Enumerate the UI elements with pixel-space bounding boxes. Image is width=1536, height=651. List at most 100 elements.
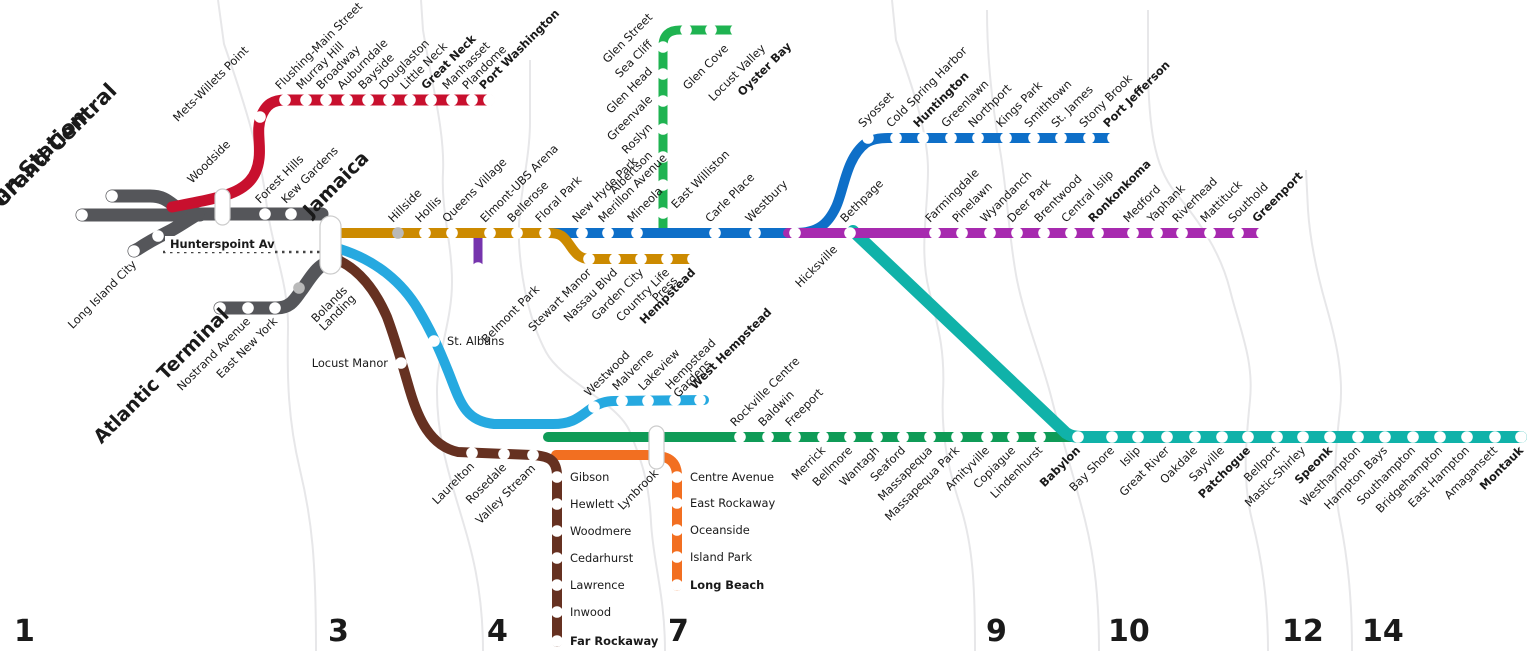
station-dot-massapequa bbox=[924, 431, 936, 443]
station-dot-island-park bbox=[671, 551, 683, 563]
station-dot-centre-avenue bbox=[671, 471, 683, 483]
station-dot-flushing-main-street bbox=[279, 94, 291, 106]
station-dot-atlantic-terminal bbox=[214, 302, 226, 314]
station-dot-deer-park bbox=[1011, 227, 1023, 239]
zone-number-12: 12 bbox=[1282, 614, 1324, 649]
line-path-city-terminal-zone bbox=[127, 207, 205, 258]
line-montauk-branch bbox=[847, 225, 1527, 443]
station-label-gibson: Gibson bbox=[570, 470, 609, 484]
station-dot-massapequa-park bbox=[951, 431, 963, 443]
station-dot-port-jefferson bbox=[1107, 132, 1119, 144]
zone-divider-line bbox=[1305, 169, 1353, 651]
station-dot-albertson bbox=[657, 179, 669, 191]
zone-number-14: 14 bbox=[1362, 614, 1404, 649]
zone-number-4: 4 bbox=[487, 614, 508, 649]
station-dot-roslyn bbox=[657, 151, 669, 163]
station-dot-bay-shore bbox=[1106, 431, 1118, 443]
route-lines bbox=[75, 25, 1527, 647]
station-dot-woodmere bbox=[551, 525, 563, 537]
station-dot-cedarhurst bbox=[551, 552, 563, 564]
station-dot-kings-park bbox=[1000, 132, 1012, 144]
station-dot-garden-city bbox=[635, 253, 647, 265]
interchange-lynbrook bbox=[648, 425, 665, 470]
station-dot-ronkonkoma bbox=[1092, 227, 1104, 239]
station-dot-laurelton bbox=[466, 447, 478, 459]
station-label-belmont-park: Belmont Park bbox=[478, 282, 542, 346]
station-dot-hempstead bbox=[687, 253, 699, 265]
station-dot-grand-central bbox=[106, 190, 118, 202]
station-dot-sea-cliff bbox=[657, 68, 669, 80]
station-label-locust-manor: Locust Manor bbox=[312, 356, 389, 370]
station-dot-hewlett bbox=[551, 498, 563, 510]
station-dot-bellerose bbox=[511, 227, 523, 239]
station-label-island-park: Island Park bbox=[690, 550, 753, 564]
station-dot-st-albans bbox=[428, 335, 440, 347]
station-dot-smithtown bbox=[1028, 132, 1040, 144]
station-dot-northport bbox=[972, 132, 984, 144]
station-dot-merrick bbox=[817, 431, 829, 443]
line-path-montauk-branch bbox=[847, 225, 1527, 443]
station-dot-locust-valley bbox=[705, 24, 717, 36]
station-dot-stony-brook bbox=[1083, 132, 1095, 144]
station-dot-brentwood bbox=[1038, 227, 1050, 239]
station-dot-bellmore bbox=[844, 431, 856, 443]
station-dot-glen-cove bbox=[680, 24, 692, 36]
zone-divider-line bbox=[517, 60, 666, 651]
station-dot-bellport bbox=[1271, 431, 1283, 443]
line-path-port-jefferson-branch bbox=[335, 133, 1118, 238]
station-label-east-rockaway: East Rockaway bbox=[690, 496, 776, 510]
station-dot-mastic-shirley bbox=[1297, 431, 1309, 443]
station-dot-lawrence bbox=[551, 579, 563, 591]
station-dot-glen-street bbox=[657, 41, 669, 53]
line-far-rockaway-branch bbox=[335, 256, 562, 647]
station-dot-westhampton bbox=[1352, 431, 1364, 443]
station-dot-central-islip bbox=[1065, 227, 1077, 239]
station-label-long-beach: Long Beach bbox=[690, 578, 764, 592]
station-label-far-rockaway: Far Rockaway bbox=[570, 634, 659, 648]
station-dot-yaphank bbox=[1151, 227, 1163, 239]
station-dot-auburndale bbox=[341, 94, 353, 106]
station-dot-little-neck bbox=[404, 94, 416, 106]
station-dot-forest-hills bbox=[259, 208, 271, 220]
station-label-hunterspoint-av: Hunterspoint Av bbox=[170, 237, 275, 251]
station-dot-montauk bbox=[1515, 431, 1527, 443]
station-dot-bayside bbox=[362, 94, 374, 106]
station-dot-farmingdale bbox=[929, 227, 941, 239]
station-dot-lindenhurst bbox=[1034, 431, 1046, 443]
station-dot-glen-head bbox=[657, 95, 669, 107]
station-dot-bethpage bbox=[844, 227, 856, 239]
zone-number-3: 3 bbox=[328, 614, 349, 649]
station-dot-freeport bbox=[789, 431, 801, 443]
station-label-lawrence: Lawrence bbox=[570, 578, 625, 592]
station-dot-new-hyde-park bbox=[576, 227, 588, 239]
zone-divider-line bbox=[1147, 10, 1269, 651]
station-dot-huntington bbox=[917, 132, 929, 144]
station-label-lynbrook: Lynbrook bbox=[615, 466, 662, 513]
station-label-st-albans: St. Albans bbox=[447, 334, 504, 348]
station-dot-hampton-bays bbox=[1379, 431, 1391, 443]
station-dot-islip bbox=[1132, 431, 1144, 443]
zone-number-7: 7 bbox=[668, 614, 689, 649]
station-dot-oceanside bbox=[671, 524, 683, 536]
interchange-woodside bbox=[214, 188, 231, 226]
station-dot-hunterspoint-av bbox=[152, 230, 164, 242]
station-dot-speonk bbox=[1324, 431, 1336, 443]
station-label-long-island-city: Long Island City bbox=[65, 257, 139, 331]
interchange-jamaica bbox=[319, 215, 342, 275]
zone-number-9: 9 bbox=[986, 614, 1007, 649]
station-dot-locust-manor bbox=[395, 357, 407, 369]
line-path-far-rockaway-branch bbox=[335, 256, 562, 647]
station-dot-st-james bbox=[1055, 132, 1067, 144]
station-dot-manhasset bbox=[446, 94, 458, 106]
station-dot-nostrand-avenue bbox=[242, 302, 254, 314]
station-dot-hempstead-gardens bbox=[669, 394, 681, 406]
station-dot-oyster-bay bbox=[730, 24, 742, 36]
station-dot-far-rockaway bbox=[551, 635, 563, 647]
station-dot-merillon-avenue bbox=[602, 227, 614, 239]
station-dot-hicksville bbox=[789, 227, 801, 239]
station-dot-floral-park bbox=[539, 227, 551, 239]
